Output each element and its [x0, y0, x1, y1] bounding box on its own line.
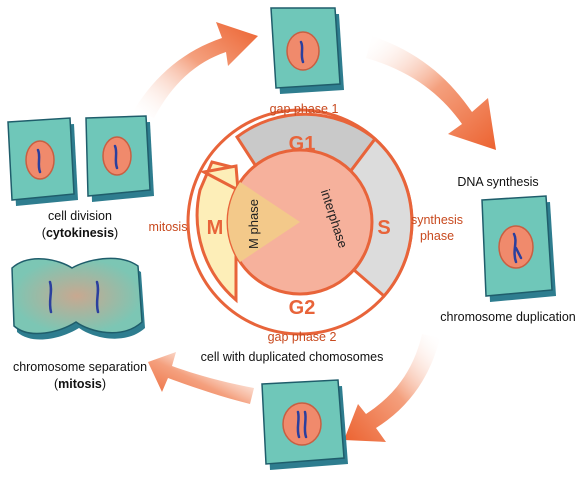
chromosome-icon [296, 410, 308, 439]
cell-s [481, 195, 556, 302]
label-gap-phase-1: gap phase 1 [270, 102, 339, 116]
cycle-wheel [186, 108, 414, 336]
m-band [195, 160, 238, 304]
cell-g2 [261, 379, 348, 470]
label-dna-synthesis: DNA synthesis [457, 175, 538, 189]
cell-g1 [270, 7, 344, 94]
phase-m: M [207, 217, 224, 239]
arrow-cytokinesis-to-g1 [134, 22, 258, 118]
arrow-s-to-g2 [344, 334, 440, 442]
nucleus-icon [282, 402, 322, 446]
arrow-g1-to-s [366, 36, 496, 150]
chromosome-icon [299, 40, 305, 64]
label-synthesis: synthesis [411, 213, 463, 227]
arrow-g2-to-mitosis [148, 352, 254, 404]
chromosome-icon [36, 148, 42, 174]
label-duplicated-chromosomes: cell with duplicated chomosomes [201, 350, 384, 364]
chromosome-icon [48, 280, 53, 314]
chromosome-icon [95, 280, 100, 314]
label-synthesis-phase: phase [420, 229, 454, 243]
cell-mitosis [11, 257, 145, 340]
chromosome-icon [113, 144, 119, 170]
m-phase-label: M phase [246, 199, 261, 249]
label-chromosome-duplication: chromosome duplication [440, 310, 576, 324]
chromosome-icon [512, 232, 523, 264]
cell-cytokinesis-right [85, 115, 154, 202]
label-cell-division: cell division [48, 209, 112, 223]
phase-s: S [377, 217, 390, 239]
label-gap-phase-2: gap phase 2 [268, 330, 337, 344]
cell-cytokinesis-left [7, 117, 78, 206]
label-mitosis: mitosis [149, 220, 188, 234]
label-cytokinesis: (cytokinesis) [42, 226, 118, 240]
m-phase-wedge [227, 182, 300, 262]
phase-g2: G2 [289, 297, 316, 319]
label-separation-mitosis: (mitosis) [54, 377, 106, 391]
phase-g1: G1 [289, 133, 316, 155]
label-chromosome-separation: chromosome separation [13, 360, 147, 374]
